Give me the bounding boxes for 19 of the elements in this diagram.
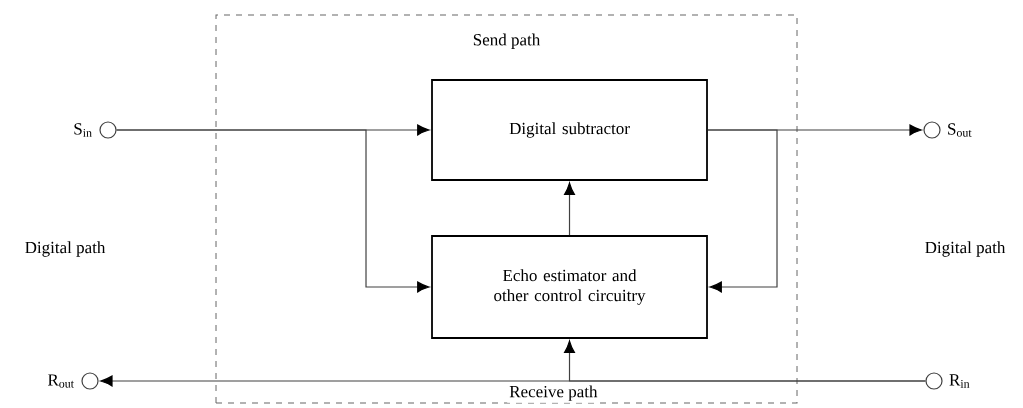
terminal-label: R$_{out}$ (47, 374, 74, 388)
terminal-circle (923, 121, 941, 139)
arrow (707, 129, 778, 293)
edge-label: Receive path (507, 383, 600, 403)
process-box: Echo estimator and other control circuitry (431, 235, 708, 339)
arrow (564, 340, 926, 382)
path-label: Digital path (925, 241, 1006, 257)
terminal-circle (81, 372, 99, 390)
terminal-label: S$_{out}$ (948, 123, 972, 137)
terminal-label: S$_{in}$ (74, 123, 92, 137)
terminal-label: R$_{in}$ (949, 374, 970, 388)
terminal-circle (925, 372, 943, 390)
terminal-circle (99, 121, 117, 139)
process-box: Digital subtractor (431, 79, 708, 181)
arrow (116, 129, 430, 293)
path-label: Digital path (25, 241, 106, 257)
boundary-label: Send path (473, 33, 541, 49)
arrow (564, 182, 575, 236)
dashed-boundary (215, 14, 798, 404)
